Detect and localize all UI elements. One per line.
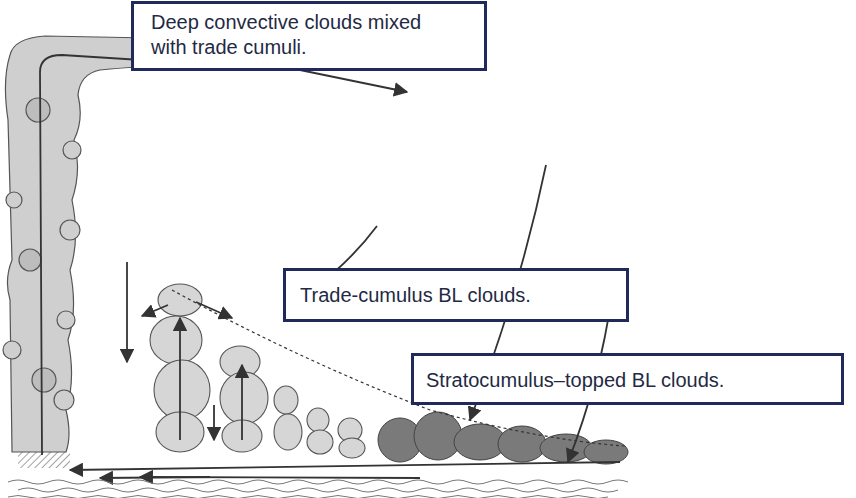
deep-convective-cloud	[3, 36, 297, 452]
label-box: Trade-cumulus BL clouds.	[283, 268, 629, 322]
flow-arrows	[40, 55, 620, 478]
box-text: Trade-cumulus BL clouds.	[300, 283, 531, 308]
box-text: Deep convective clouds mixed with trade …	[151, 10, 446, 60]
label-box: Stratocumulus–topped BL clouds.	[411, 353, 844, 405]
box-text: Stratocumulus–topped BL clouds.	[426, 368, 724, 393]
stratocumulus	[378, 412, 628, 464]
rain-hatch	[18, 452, 70, 468]
sea-surface	[8, 480, 628, 498]
label-box: Deep convective clouds mixed with trade …	[131, 1, 487, 71]
